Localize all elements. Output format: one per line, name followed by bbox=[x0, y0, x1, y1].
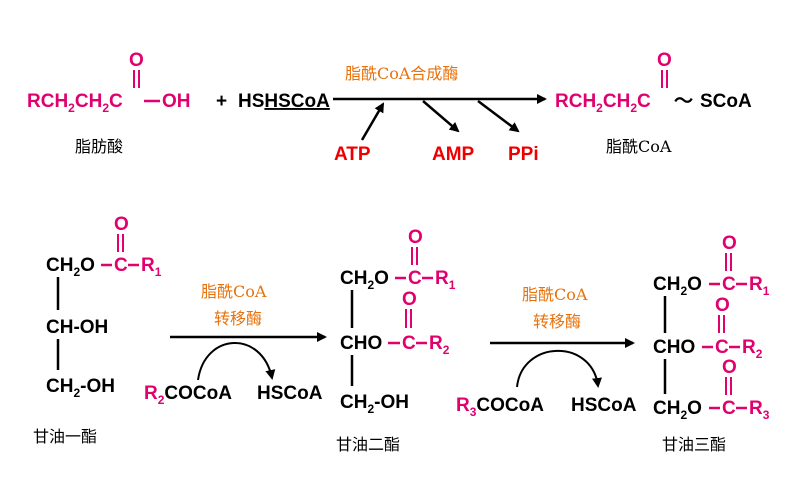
tri-r2: R2 bbox=[742, 337, 763, 361]
mono-acyl-carbon: C bbox=[114, 255, 128, 276]
mono-row1: CH2O bbox=[46, 255, 95, 279]
fatty-acid-carbonyl-oxygen: O bbox=[129, 50, 144, 71]
tri-row2: CHO bbox=[653, 337, 695, 358]
hscoa-product-2: HSCoA bbox=[571, 395, 637, 416]
tri-row1: CH2O bbox=[653, 274, 702, 298]
acyl-coa-label: 脂酰CoA bbox=[606, 137, 672, 156]
fatty-acid-label: 脂肪酸 bbox=[75, 137, 123, 156]
fatty-acid-hydroxyl: OH bbox=[162, 91, 191, 112]
monoacylglycerol-structure: CH2O C R1 O CH-OH CH2-OH 甘油一酯 bbox=[33, 214, 162, 446]
mono-r1: R1 bbox=[141, 255, 162, 279]
di-row3: CH2-OH bbox=[340, 392, 409, 416]
di-r1: R1 bbox=[435, 268, 456, 292]
mono-row2: CH-OH bbox=[46, 317, 108, 338]
tri-r3: R3 bbox=[749, 398, 770, 422]
atp-label: ATP bbox=[334, 144, 371, 165]
amp-output-arrow bbox=[422, 100, 460, 133]
di-row2: CHO bbox=[340, 333, 382, 354]
tri-row3: CH2O bbox=[653, 398, 702, 422]
transferase2-line2: 转移酶 bbox=[533, 312, 581, 331]
tri-acyl2-oxygen: O bbox=[715, 295, 730, 316]
tri-acyl1-carbon: C bbox=[722, 274, 736, 295]
di-acyl2-carbon: C bbox=[402, 333, 416, 354]
tri-acyl1-oxygen: O bbox=[722, 233, 737, 254]
plus-sign: + bbox=[216, 91, 227, 112]
hscoa-product-1: HSCoA bbox=[257, 383, 323, 404]
tri-acyl3-carbon: C bbox=[722, 398, 736, 419]
di-acyl1-oxygen: O bbox=[408, 227, 423, 248]
di-r2: R2 bbox=[429, 333, 450, 357]
mono-acyl-oxygen: O bbox=[114, 214, 129, 235]
acyl-coa-formula: RCH2CH2C bbox=[555, 91, 651, 115]
scoa-group: SCoA bbox=[700, 91, 752, 112]
acyl-coa-carbonyl-oxygen: O bbox=[657, 50, 672, 71]
diacylglycerol-structure: CH2O C R1 O CHO C R2 O CH2-OH 甘油二酯 bbox=[336, 227, 456, 454]
di-acyl1-carbon: C bbox=[408, 268, 422, 289]
amp-label: AMP bbox=[432, 144, 475, 165]
transferase1-line2: 转移酶 bbox=[214, 309, 262, 328]
tri-acyl3-oxygen: O bbox=[722, 357, 737, 378]
fatty-acid-formula: RCH2CH2C bbox=[27, 91, 123, 115]
ppi-output-arrow bbox=[477, 100, 520, 133]
transferase2-line1: 脂酰CoA bbox=[522, 285, 588, 304]
curved-arrow-3 bbox=[516, 349, 602, 388]
di-row1: CH2O bbox=[340, 268, 389, 292]
acyl-coa-structure: RCH2CH2C O ～ SCoA 脂酰CoA bbox=[555, 50, 752, 156]
fatty-acid-structure: RCH2CH2C OH O 脂肪酸 bbox=[27, 50, 191, 156]
transferase1-line1: 脂酰CoA bbox=[201, 282, 267, 301]
r3-cocoa-reagent: R3COCoA bbox=[456, 395, 544, 419]
triacylglycerol-structure: CH2O C R1 O CHO C R2 O CH2O C R3 O 甘油三酯 bbox=[653, 233, 770, 454]
monoacylglycerol-label: 甘油一酯 bbox=[33, 427, 97, 446]
tri-acyl2-carbon: C bbox=[715, 337, 729, 358]
r2-cocoa-reagent: R2COCoA bbox=[144, 383, 232, 407]
enzyme-acyl-coa-synthetase: 脂酰CoA合成酶 bbox=[345, 64, 458, 83]
ppi-label: PPi bbox=[508, 144, 539, 165]
diacylglycerol-label: 甘油二酯 bbox=[336, 435, 400, 454]
di-acyl2-oxygen: O bbox=[402, 289, 417, 310]
atp-input-arrow bbox=[360, 102, 385, 141]
tri-r1: R1 bbox=[749, 274, 770, 298]
thioester-bond: ～ bbox=[674, 91, 693, 112]
hscoa-reactant: HSHSCoA bbox=[238, 91, 330, 112]
triacylglycerol-label: 甘油三酯 bbox=[662, 435, 726, 454]
mono-row3: CH2-OH bbox=[46, 376, 115, 400]
curved-arrow-2 bbox=[197, 342, 276, 381]
